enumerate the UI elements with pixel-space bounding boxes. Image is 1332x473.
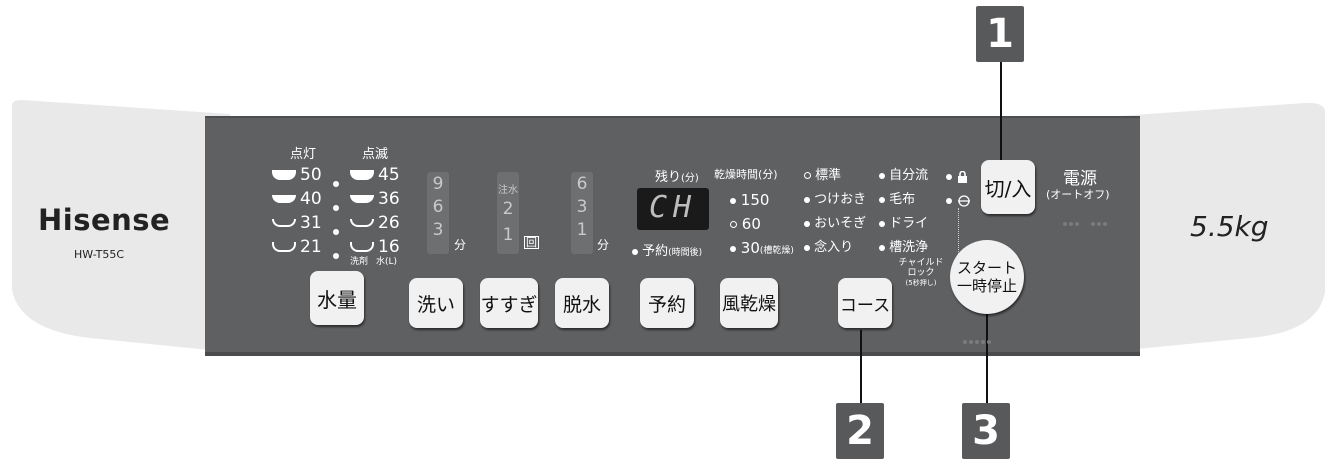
power-sub-label: (オートオフ)	[1046, 188, 1110, 201]
water-level-blink-header: 点滅	[362, 147, 389, 162]
capacity-label: 5.5kg	[1190, 210, 1269, 243]
water-sub-detergent: 洗剤	[350, 257, 369, 267]
water-level-button[interactable]: 水量	[310, 271, 364, 325]
left-side-panel	[12, 100, 230, 352]
water-blink-16: 16	[378, 237, 400, 257]
water-blink-36: 36	[378, 189, 400, 209]
child-lock-bracket	[958, 208, 959, 288]
power-button[interactable]: 切/入	[981, 160, 1035, 214]
callout-1-line	[1000, 62, 1002, 162]
rinse-unit: 回	[524, 236, 539, 249]
remaining-label: 残り(分)	[655, 170, 699, 185]
spin-column	[571, 172, 593, 254]
rinse-column	[497, 172, 519, 254]
spin-button[interactable]: 脱水	[555, 278, 609, 328]
rinse-button[interactable]: すすぎ	[480, 278, 538, 328]
courses-left-list: 標準 つけおき おいそぎ 念入り	[804, 164, 866, 260]
child-lock-label: チャイルドロック(5秒押し)	[898, 258, 944, 287]
lid-lock-icon	[958, 194, 971, 207]
water-blink-45: 45	[378, 165, 400, 185]
water-level-dots	[333, 171, 339, 267]
wash-column	[427, 172, 449, 254]
courses-right-list: 自分流 毛布 ドライ 槽洗浄	[879, 164, 928, 260]
water-on-40: 40	[300, 189, 322, 209]
start-pause-button[interactable]: スタート 一時停止	[950, 240, 1024, 314]
water-on-50: 50	[300, 165, 322, 185]
power-braille	[1062, 212, 1122, 231]
start-braille	[962, 330, 1022, 349]
reserve-indicator: 予約(時間後)	[632, 240, 702, 259]
callout-3: 3	[962, 403, 1010, 459]
water-on-31: 31	[300, 213, 322, 233]
water-level-blink-list: 45 36 26 16	[350, 163, 400, 259]
dry-time-label: 乾燥時間(分)	[714, 168, 778, 181]
lock-indicator	[946, 166, 968, 185]
course-button[interactable]: コース	[838, 278, 892, 328]
water-level-on-header: 点灯	[290, 147, 317, 162]
reserve-button[interactable]: 予約	[640, 278, 694, 328]
water-sub-water: 水(L)	[376, 257, 398, 267]
power-label: 電源	[1063, 169, 1097, 189]
water-on-21: 21	[300, 237, 322, 257]
right-side-panel	[1105, 102, 1325, 352]
wash-unit: 分	[454, 238, 467, 252]
callout-3-line	[986, 305, 988, 403]
rinse-header: 注水	[498, 185, 518, 196]
callout-2: 2	[836, 403, 884, 459]
brand-logo: Hisense	[38, 203, 171, 237]
model-number: HW-T55C	[74, 248, 125, 261]
remaining-display	[637, 188, 709, 230]
callout-2-line	[860, 330, 862, 403]
dry-time-list: 150 60 30(槽乾燥)	[730, 188, 794, 263]
remaining-display-text: CH	[648, 190, 698, 225]
lock-icon	[958, 170, 968, 183]
air-dry-button[interactable]: 風乾燥	[720, 278, 778, 328]
callout-1: 1	[976, 6, 1024, 62]
spin-unit: 分	[597, 238, 610, 252]
water-blink-26: 26	[378, 213, 400, 233]
wash-button[interactable]: 洗い	[409, 278, 463, 328]
water-level-on-list: 50 40 31 21	[272, 163, 322, 259]
lid-lock-indicator	[946, 190, 971, 209]
